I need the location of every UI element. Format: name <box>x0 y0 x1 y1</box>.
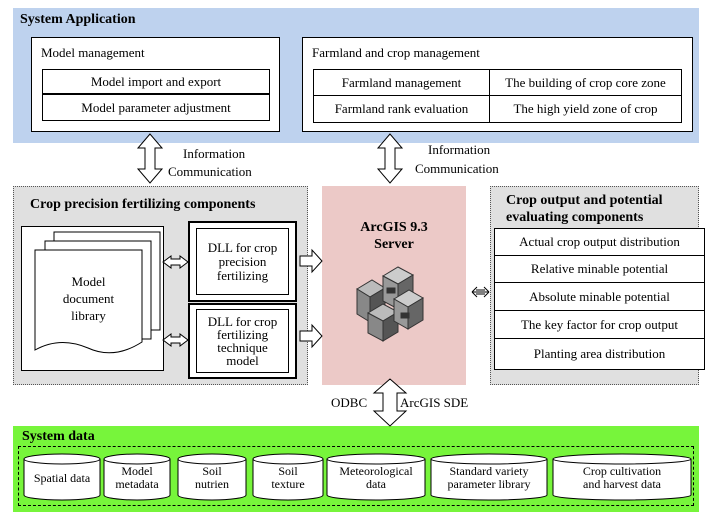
system-application-title: System Application <box>20 12 136 27</box>
dll1-line2: precision <box>218 253 267 269</box>
arcgis-server-title[interactable]: ArcGIS 9.3 Server <box>322 218 466 254</box>
info-comm-right-line1: Information <box>428 142 491 157</box>
data-meteorological[interactable]: Meteorological data <box>327 462 425 494</box>
library-dll-arrows <box>162 255 189 347</box>
arcgis-sde-label: ArcGIS SDE <box>400 395 469 410</box>
odbc-label: ODBC <box>331 395 368 410</box>
data-meteorological-line2: data <box>366 477 386 491</box>
data-soil-texture-line1: Soil <box>278 464 298 478</box>
data-soil-texture[interactable]: Soil texture <box>253 462 323 494</box>
dll1-line3: fertilizing <box>216 267 269 283</box>
data-standard-variety[interactable]: Standard variety parameter library <box>431 462 547 494</box>
crop-output-title: Crop output and potential evaluating com… <box>506 192 663 226</box>
info-comm-right-line2: Communication <box>415 161 499 176</box>
data-crop-cultivation[interactable]: Crop cultivation and harvest data <box>553 462 691 494</box>
data-soil-texture-line2: texture <box>271 477 305 491</box>
data-model-line1: Model <box>121 464 153 478</box>
data-spatial[interactable]: Spatial data <box>24 462 100 494</box>
dll-fertilizing-inner <box>196 228 289 295</box>
data-meteorological-line1: Meteorological <box>339 464 413 478</box>
crop-output-title-line1: Crop output and potential <box>506 193 663 208</box>
arcgis-output-arrow <box>471 286 490 298</box>
model-import-export[interactable]: Model import and export <box>42 69 270 94</box>
relative-minable-potential[interactable]: Relative minable potential <box>494 255 705 283</box>
server-icon <box>356 266 424 342</box>
crop-core-zone[interactable]: The building of crop core zone <box>489 69 682 96</box>
data-soil-nutrien[interactable]: Soil nutrien <box>178 462 246 494</box>
dll-technique-model[interactable]: DLL for crop fertilizing technique model <box>196 309 289 373</box>
absolute-minable-potential[interactable]: Absolute minable potential <box>494 282 705 311</box>
data-standard-variety-line2: parameter library <box>447 477 531 491</box>
double-arrow-bottom <box>372 378 408 427</box>
data-spatial-line1: Spatial data <box>33 470 91 485</box>
double-arrow-left <box>136 133 164 184</box>
data-crop-cultivation-line2: and harvest data <box>583 477 661 491</box>
data-cylinders <box>23 453 692 501</box>
dll1-line1: DLL for crop <box>207 239 278 255</box>
dll2-line4: model <box>226 353 259 368</box>
data-crop-cultivation-line1: Crop cultivation <box>582 464 662 478</box>
data-model-metadata[interactable]: Model metadata <box>104 462 170 494</box>
dll2-line3: technique <box>217 340 268 355</box>
system-data-title: System data <box>22 429 95 444</box>
dll-fertilizing[interactable]: DLL for crop precision fertilizing <box>196 228 289 295</box>
model-document-library[interactable]: Model document library <box>35 266 142 330</box>
dll-technique-inner <box>196 309 289 373</box>
dll2-line2: fertilizing <box>216 327 269 342</box>
farmland-crop-title: Farmland and crop management <box>312 45 480 60</box>
library-line3: library <box>71 307 106 323</box>
fertilizing-title: Crop precision fertilizing components <box>30 197 256 212</box>
data-soil-nutrien-line2: nutrien <box>195 477 229 491</box>
model-parameter-adjustment[interactable]: Model parameter adjustment <box>42 94 270 121</box>
crop-high-yield-zone[interactable]: The high yield zone of crop <box>489 95 682 123</box>
info-comm-left-line2: Communication <box>168 164 252 179</box>
double-arrow-right <box>376 133 404 184</box>
data-soil-nutrien-line1: Soil <box>202 464 222 478</box>
info-comm-left-line1: Information <box>183 146 246 161</box>
system-data-dashed-frame <box>18 446 694 506</box>
dll-arcgis-arrows <box>299 248 323 349</box>
farmland-rank-evaluation[interactable]: Farmland rank evaluation <box>313 95 490 123</box>
data-model-line2: metadata <box>115 477 159 491</box>
data-standard-variety-line1: Standard variety <box>449 464 529 478</box>
arcgis-line1: ArcGIS 9.3 <box>360 220 428 235</box>
library-line1: Model <box>71 273 106 289</box>
arcgis-line2: Server <box>374 237 414 252</box>
library-line2: document <box>62 290 115 306</box>
dll2-line1: DLL for crop <box>207 314 278 329</box>
actual-crop-output[interactable]: Actual crop output distribution <box>494 228 705 256</box>
planting-area-distribution[interactable]: Planting area distribution <box>494 338 705 370</box>
document-stack-icon <box>34 231 161 354</box>
key-factor-crop-output[interactable]: The key factor for crop output <box>494 310 705 339</box>
crop-output-title-line2: evaluating components <box>506 210 644 225</box>
model-management-title: Model management <box>41 45 145 60</box>
